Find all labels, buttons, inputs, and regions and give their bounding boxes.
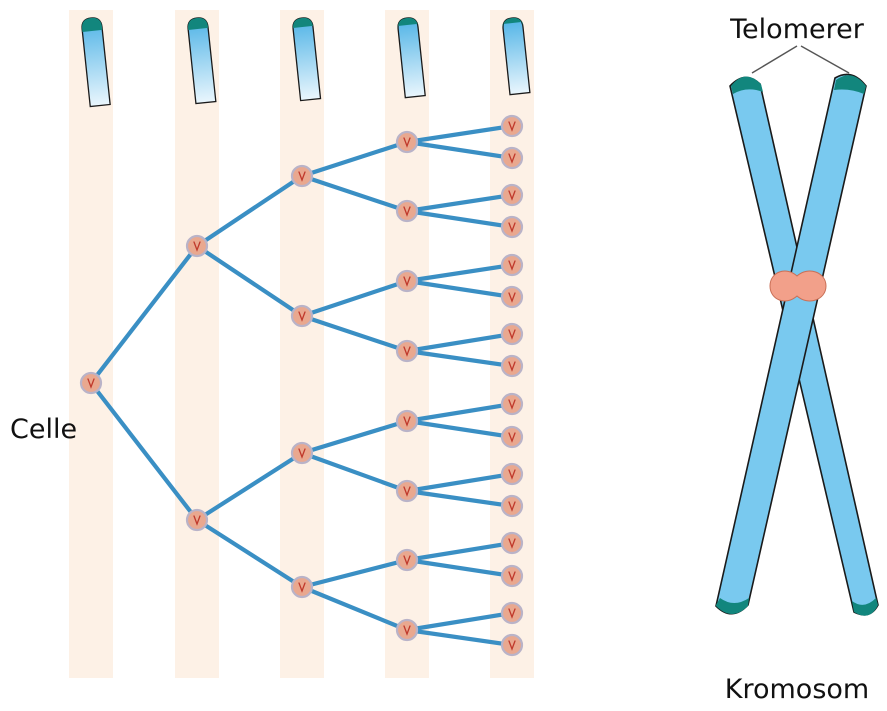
division-branch	[194, 517, 305, 590]
generation-chromosomes	[81, 17, 531, 108]
cell	[500, 425, 524, 449]
division-branch	[404, 471, 515, 494]
telomere-pointer-left	[751, 45, 798, 74]
division-branch	[299, 139, 410, 179]
division-branch	[404, 540, 515, 563]
cell	[395, 479, 419, 503]
cell	[500, 322, 524, 346]
cell	[500, 114, 524, 138]
cell	[395, 199, 419, 223]
mini-chromosome-4	[397, 17, 426, 99]
mini-chromosome-2	[187, 17, 217, 105]
cell	[185, 234, 209, 258]
mini-telomere-4	[397, 17, 418, 29]
telomere-bottom-right	[852, 598, 878, 616]
cell	[500, 633, 524, 657]
division-branch	[299, 173, 410, 214]
division-branch	[404, 278, 515, 300]
cell	[500, 494, 524, 518]
cell	[500, 531, 524, 555]
mini-telomere-5	[502, 17, 523, 29]
division-branch	[404, 123, 515, 145]
cell	[500, 354, 524, 378]
generation-band-2	[175, 10, 219, 678]
division-branch	[299, 418, 410, 456]
cell	[500, 183, 524, 207]
mini-telomere-3	[292, 17, 313, 29]
telomeres-label: Telomerer	[729, 14, 865, 45]
cell	[395, 130, 419, 154]
division-branch	[404, 139, 515, 161]
division-branch	[88, 380, 200, 523]
division-branch	[404, 262, 515, 284]
cell	[395, 269, 419, 293]
division-branch	[299, 278, 410, 319]
telomere-bottom-left	[716, 598, 749, 614]
mini-chromosome-1	[81, 17, 111, 108]
division-branch	[299, 584, 410, 633]
chromosome	[715, 45, 879, 616]
mini-chromosome-5	[502, 17, 531, 96]
cell-label: Celle	[10, 414, 77, 445]
division-branch	[88, 243, 200, 386]
cell	[500, 253, 524, 277]
division-branch	[194, 173, 305, 249]
division-branch	[404, 488, 515, 509]
division-branch	[194, 243, 305, 319]
division-branch	[194, 450, 305, 523]
division-branch	[404, 208, 515, 230]
division-branch	[404, 348, 515, 369]
division-branch	[299, 557, 410, 590]
division-branches	[88, 123, 515, 648]
cell	[185, 508, 209, 532]
telomere-top-left	[731, 76, 763, 94]
mini-chromosome-3	[292, 17, 322, 102]
division-branch	[299, 450, 410, 494]
cell	[500, 215, 524, 239]
cell	[500, 564, 524, 588]
division-branch	[404, 557, 515, 579]
mini-telomere-1	[82, 17, 103, 32]
cell	[395, 548, 419, 572]
centromere	[769, 270, 827, 302]
cell	[395, 339, 419, 363]
mini-telomere-2	[188, 17, 209, 30]
cell	[500, 601, 524, 625]
chromosome-label: Kromosom	[725, 674, 869, 705]
division-branch	[404, 401, 515, 424]
cell	[395, 409, 419, 433]
division-branch	[299, 313, 410, 354]
division-branch	[404, 627, 515, 648]
telomere-pointer-right	[800, 45, 850, 74]
division-branch	[404, 192, 515, 214]
cell	[290, 164, 314, 188]
generation-band-1	[69, 10, 113, 678]
cell	[290, 575, 314, 599]
cell	[395, 618, 419, 642]
cell	[290, 304, 314, 328]
division-branch	[404, 610, 515, 633]
cell	[500, 462, 524, 486]
generation-band-3	[280, 10, 324, 678]
cell	[500, 285, 524, 309]
cells	[79, 114, 524, 657]
division-branch	[404, 331, 515, 354]
cell	[500, 392, 524, 416]
telomere-top-right	[834, 75, 866, 94]
cell	[500, 146, 524, 170]
division-branch	[404, 418, 515, 440]
cell	[79, 371, 103, 395]
cell	[290, 441, 314, 465]
